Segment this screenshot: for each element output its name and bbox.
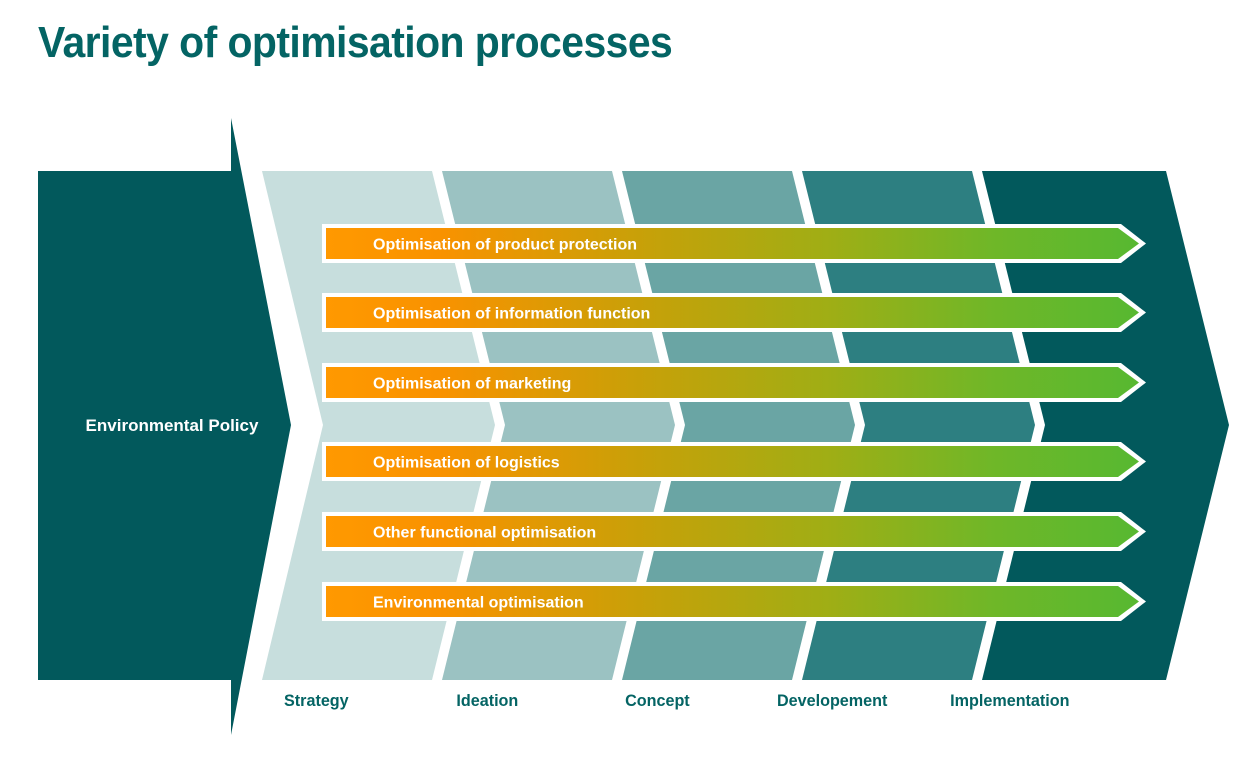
process-bar-fill: [326, 516, 1139, 547]
stage-label-ideation: Ideation: [456, 691, 518, 710]
stage-label-concept: Concept: [625, 691, 690, 710]
process-bar-fill: [326, 228, 1139, 259]
process-bar-label: Environmental optimisation: [373, 595, 584, 612]
stage-labels: Strategy Ideation Concept Developement I…: [284, 691, 1069, 710]
stage-label-strategy: Strategy: [284, 691, 349, 710]
process-bar-label: Optimisation of marketing: [373, 376, 571, 393]
process-bar-label: Optimisation of information function: [373, 306, 650, 323]
environmental-policy-shape: [38, 118, 291, 735]
process-bar-fill: [326, 367, 1139, 398]
stage-label-developement: Developement: [777, 691, 888, 710]
environmental-policy-label: Environmental Policy: [86, 416, 259, 435]
process-bar-label: Other functional optimisation: [373, 525, 596, 542]
process-bar-marketing[interactable]: Optimisation of marketing: [322, 363, 1146, 402]
process-bar-logistics[interactable]: Optimisation of logistics: [322, 442, 1146, 481]
process-bar-product-protection[interactable]: Optimisation of product protection: [322, 224, 1146, 263]
page-title: Variety of optimisation processes: [38, 18, 673, 67]
process-bar-label: Optimisation of product protection: [373, 237, 637, 254]
process-bar-environmental[interactable]: Environmental optimisation: [322, 582, 1146, 621]
process-bar-fill: [326, 297, 1139, 328]
process-bar-fill: [326, 586, 1139, 617]
environmental-policy-panel[interactable]: Environmental Policy: [38, 118, 291, 735]
process-bar-information-function[interactable]: Optimisation of information function: [322, 293, 1146, 332]
stage-label-implementation: Implementation: [950, 691, 1069, 710]
process-bar-label: Optimisation of logistics: [373, 455, 560, 472]
process-bar-fill: [326, 446, 1139, 477]
process-bar-other-functional[interactable]: Other functional optimisation: [322, 512, 1146, 551]
